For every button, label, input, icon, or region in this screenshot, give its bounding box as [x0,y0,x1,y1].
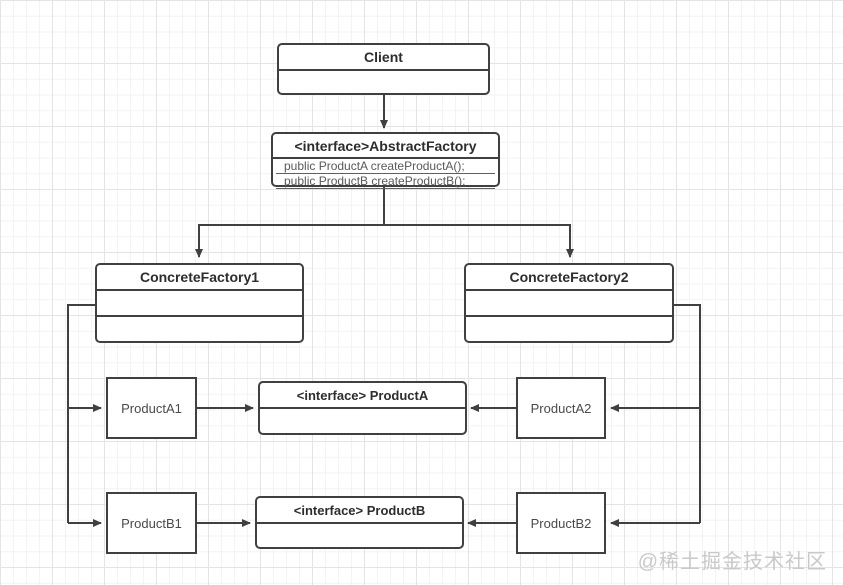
connector-abstractfactory-to-concretefactory2 [384,224,574,258]
watermark-text: @稀土掘金技术社区 [637,551,827,573]
abstract-factory-title: <interface>AbstractFactory [273,134,498,159]
client-empty-compartment [279,71,488,93]
method-create-producta: public ProductA createProductA(); [276,159,495,174]
interface-productb-empty-compartment [257,524,462,547]
interface-productb-title: <interface> ProductB [257,498,462,524]
interface-producta-box: <interface> ProductA [258,381,467,435]
product-b1-label: ProductB1 [121,515,182,531]
method-create-productb: public ProductB createProductB(); [276,174,495,189]
client-class-box: Client [277,43,490,95]
client-title: Client [279,45,488,71]
concrete-factory1-attributes-compartment [97,291,302,315]
connector-concretefactory2-rail [674,304,701,523]
concrete-factory1-title: ConcreteFactory1 [97,265,302,291]
concrete-factory2-class-box: ConcreteFactory2 [464,263,674,343]
concrete-factory1-methods-compartment [97,315,302,341]
abstract-factory-interface-box: <interface>AbstractFactory public Produc… [271,132,500,189]
product-b1-box: ProductB1 [106,492,197,554]
abstract-factory-methods-compartment: public ProductA createProductA(); public… [273,159,498,189]
interface-producta-empty-compartment [260,409,465,433]
connector-abstractfactory-to-concretefactory1 [195,187,385,258]
interface-productb-box: <interface> ProductB [255,496,464,549]
concrete-factory2-methods-compartment [466,315,672,341]
product-b2-box: ProductB2 [516,492,606,554]
concrete-factory2-title: ConcreteFactory2 [466,265,672,291]
interface-producta-title: <interface> ProductA [260,383,465,409]
product-b2-label: ProductB2 [530,515,592,531]
product-a1-box: ProductA1 [106,377,197,439]
product-a2-label: ProductA2 [530,400,592,416]
connector-concretefactory1-rail [67,304,95,523]
product-a2-box: ProductA2 [516,377,606,439]
concrete-factory1-class-box: ConcreteFactory1 [95,263,304,343]
product-a1-label: ProductA1 [121,400,182,416]
concrete-factory2-attributes-compartment [466,291,672,315]
